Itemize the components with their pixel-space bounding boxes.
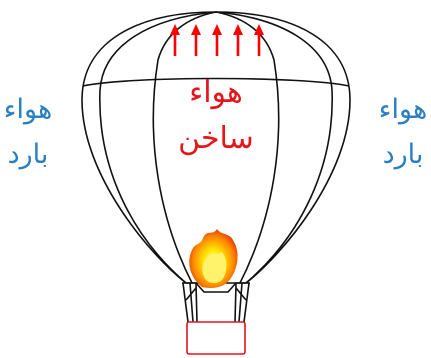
cold-air-left-line2: بارد — [7, 139, 49, 170]
rope-6 — [243, 282, 250, 323]
up-arrow — [254, 24, 264, 56]
envelope-gore-right-outer — [215, 11, 333, 284]
rope-8 — [235, 287, 247, 301]
up-arrow — [233, 24, 243, 56]
envelope-gore-left-inner — [152, 11, 217, 284]
burner-frame — [182, 282, 250, 293]
envelope-gore-right-inner — [215, 11, 280, 284]
up-arrow-head — [212, 24, 222, 35]
cold-air-label-left: هواء بارد — [0, 96, 64, 168]
cold-air-label-right: هواء بارد — [367, 96, 431, 168]
basket — [186, 321, 246, 355]
up-arrow-head — [233, 24, 243, 35]
rope-7 — [185, 287, 197, 301]
up-arrow-head — [254, 24, 264, 35]
rope-4 — [234, 283, 237, 323]
hot-air-line2: ساخن — [178, 121, 254, 156]
envelope-band — [82, 77, 350, 87]
rope-2 — [189, 282, 194, 323]
basket-rigging — [182, 282, 250, 323]
hot-air-line1: هواء — [189, 75, 243, 110]
hot-air-arrows — [170, 24, 264, 56]
cold-air-left-line1: هواء — [3, 94, 53, 125]
up-arrow — [170, 24, 180, 56]
rope-5 — [238, 282, 243, 323]
up-arrow-head — [170, 24, 180, 35]
burner-flame — [189, 229, 238, 288]
up-arrow — [191, 24, 201, 56]
flame-core — [202, 252, 227, 283]
up-arrow — [212, 24, 222, 56]
rope-1 — [182, 282, 189, 323]
envelope-gore-left-outer — [99, 11, 217, 284]
cold-air-right-line2: بارد — [382, 139, 424, 170]
up-arrow-head — [191, 24, 201, 35]
rope-3 — [195, 283, 198, 323]
balloon-envelope — [81, 11, 351, 284]
cold-air-right-line1: هواء — [378, 94, 428, 125]
hot-air-label: هواء ساخن — [161, 78, 271, 154]
